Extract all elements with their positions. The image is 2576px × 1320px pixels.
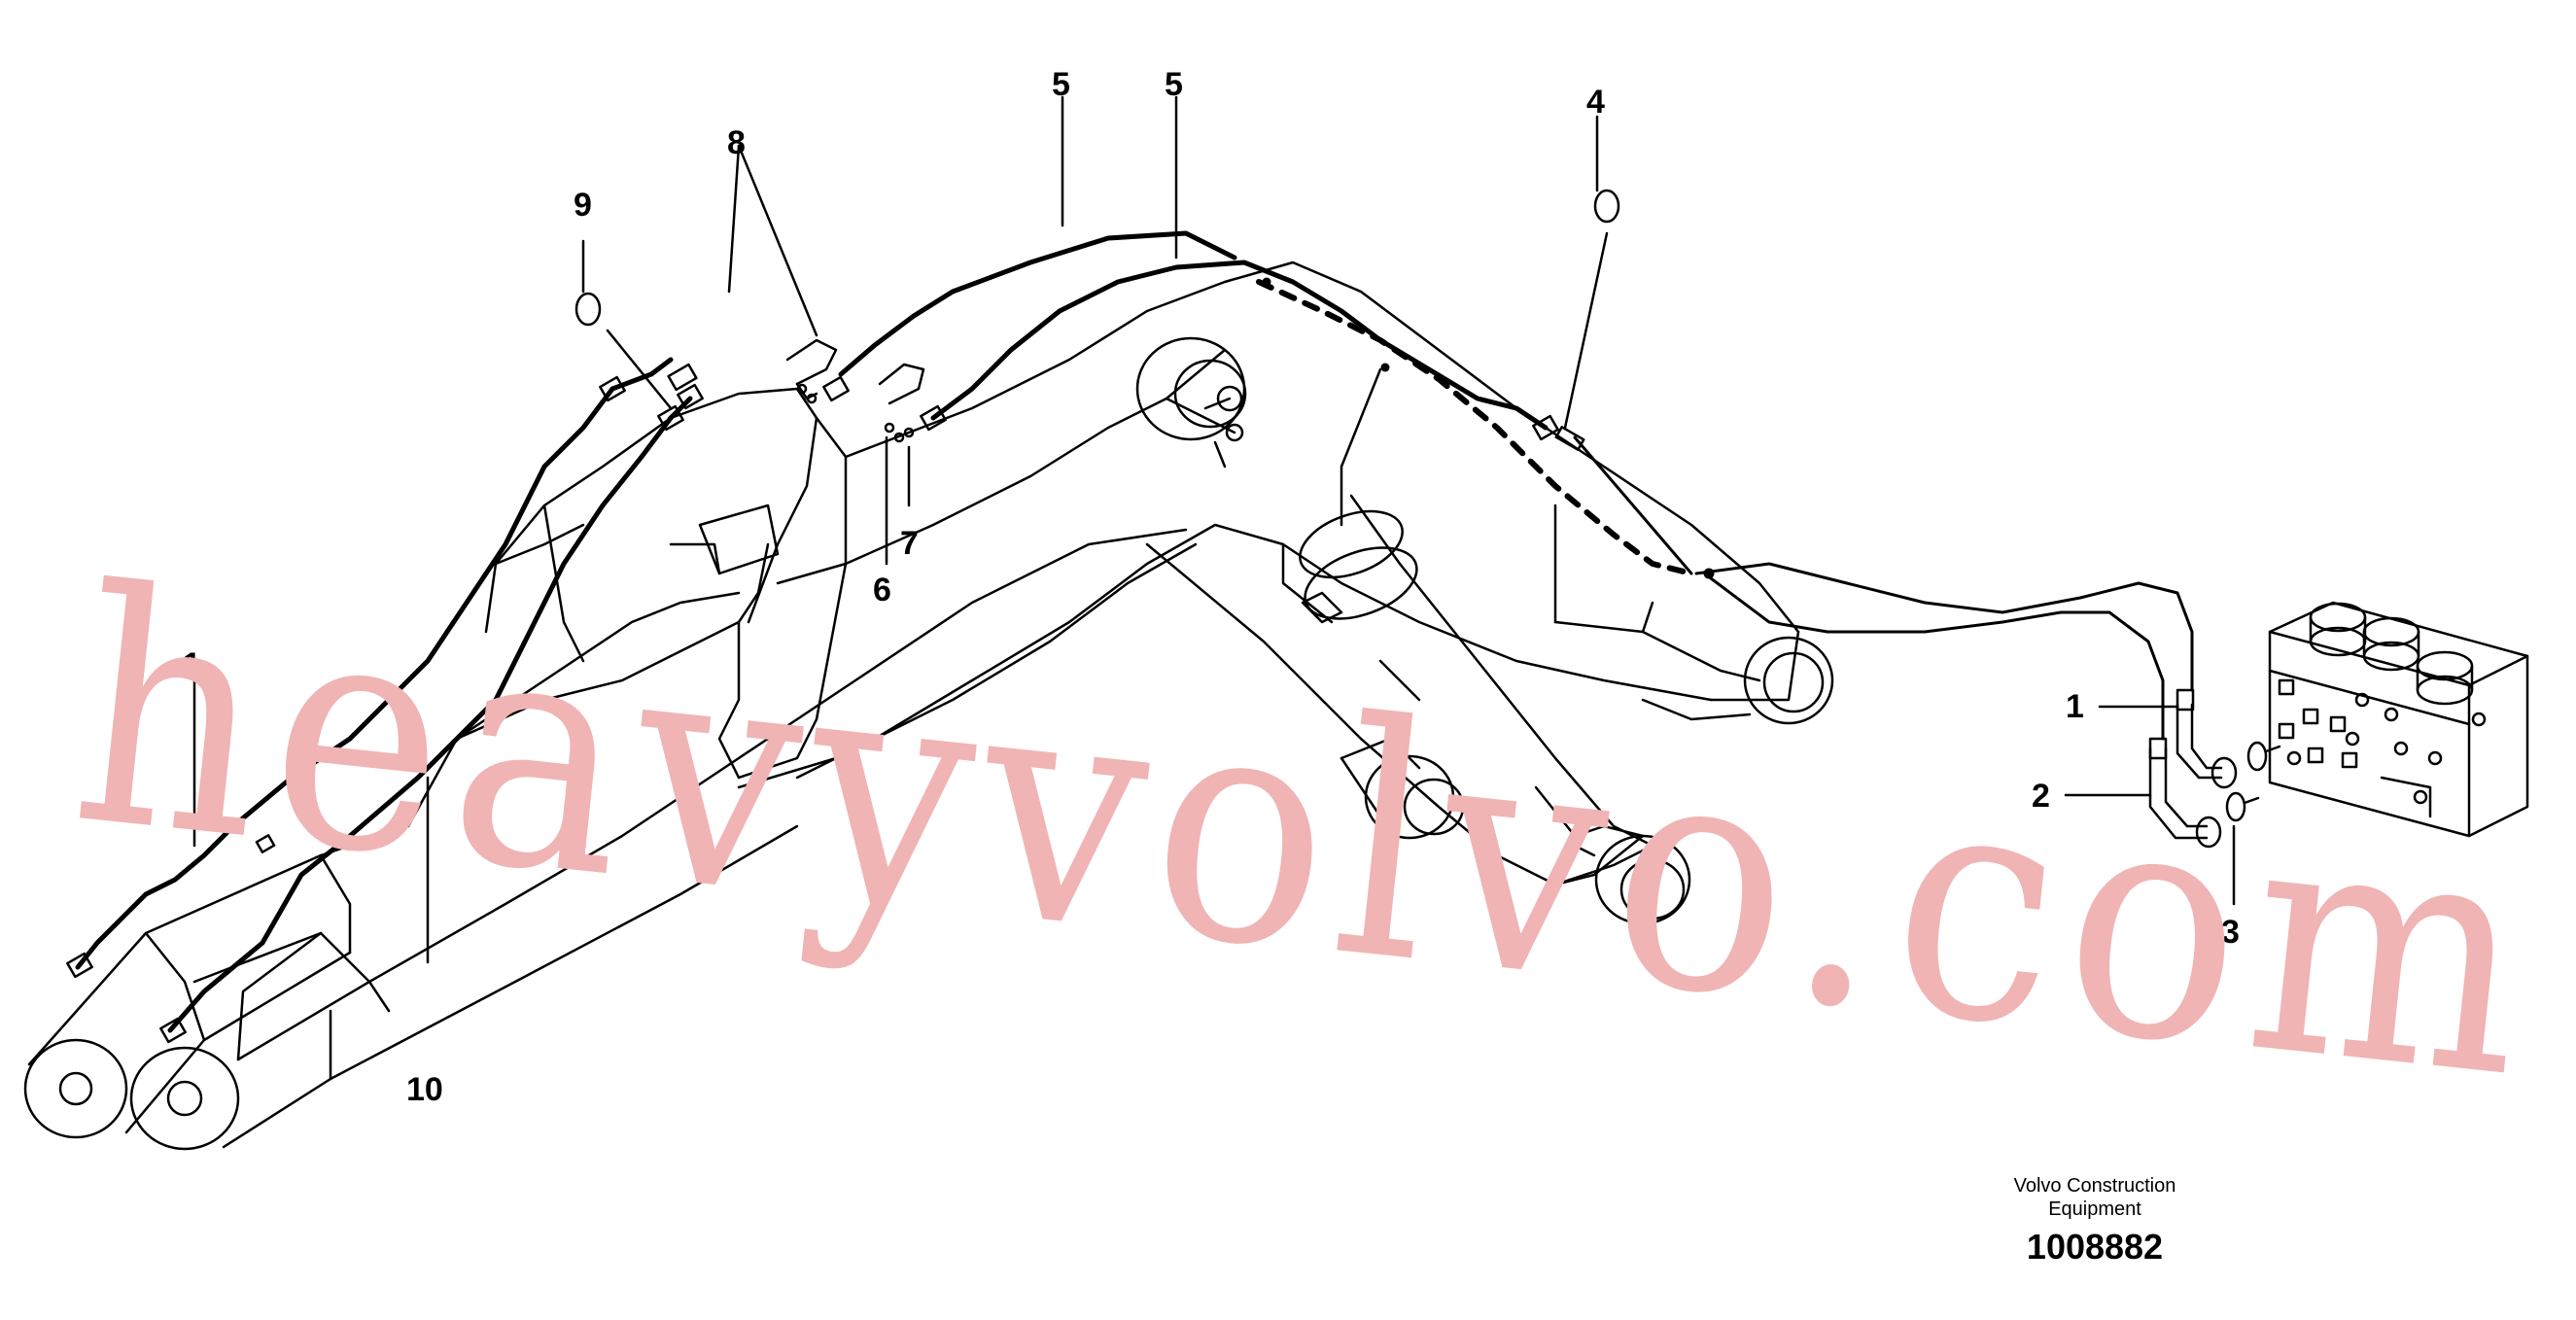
- valve-hose-2: [1709, 576, 2165, 741]
- callout-labels: 1 10 9 8 5 5 4 7 6 1 2 3: [183, 66, 2240, 1108]
- callout-1-left: 1: [183, 646, 201, 683]
- marker-dot: [1262, 277, 1271, 287]
- callout-5-left: 5: [1052, 66, 1070, 103]
- marker-dot: [1380, 363, 1390, 372]
- caption-company: Volvo Construction Equipment: [1949, 1174, 2241, 1221]
- fittings: [66, 338, 1585, 1044]
- caption-company-line2: Equipment: [2048, 1198, 2141, 1220]
- control-valve-block: [2148, 601, 2529, 849]
- hydraulic-lines: [75, 230, 1549, 1033]
- callout-3: 3: [2221, 914, 2240, 951]
- watermark: heavyvolvo.com: [60, 521, 2555, 1150]
- callout-7: 7: [900, 525, 919, 562]
- o-ring-9: [574, 292, 602, 327]
- o-ring-4: [1593, 189, 1620, 224]
- callout-8: 8: [727, 124, 746, 161]
- dashed-hose: [1256, 279, 1694, 576]
- callout-6: 6: [873, 572, 891, 608]
- callout-4: 4: [1586, 84, 1605, 121]
- callout-9: 9: [574, 187, 592, 224]
- drawing-number: 1008882: [2026, 1227, 2164, 1267]
- callout-10: 10: [406, 1071, 443, 1108]
- marker-dot: [1703, 568, 1715, 579]
- caption-company-line1: Volvo Construction: [2013, 1175, 2176, 1197]
- valve-hose-1: [1694, 562, 2194, 692]
- leader-lines: [192, 95, 2236, 964]
- callout-1-right: 1: [2066, 688, 2084, 725]
- callout-2: 2: [2032, 778, 2050, 815]
- callout-5-right: 5: [1165, 66, 1183, 103]
